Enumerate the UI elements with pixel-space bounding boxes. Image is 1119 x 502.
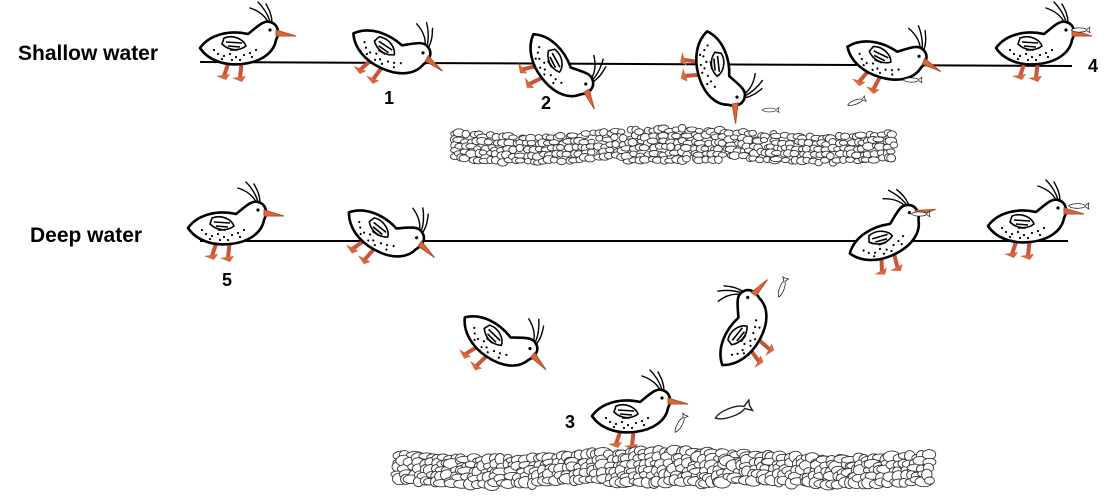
deep-water-label: Deep water xyxy=(30,224,143,247)
bird-deep-step-3 xyxy=(590,368,690,452)
step-number-1: 1 xyxy=(384,88,395,108)
bird-shallow-step-1 xyxy=(334,0,462,113)
shallow-water-label: Shallow water xyxy=(18,42,159,65)
step-number-3: 3 xyxy=(565,412,576,432)
fish-icon xyxy=(775,276,789,299)
bird-shallow-catch xyxy=(832,2,956,117)
step-number-4: 4 xyxy=(1088,56,1099,76)
bird-deep-surfacing xyxy=(832,175,954,288)
fish-icon xyxy=(672,412,689,435)
step-number-5: 5 xyxy=(222,270,233,290)
deep-seabed-pebbles xyxy=(390,444,937,491)
fish-icon xyxy=(761,107,780,113)
bird-shallow-diving xyxy=(671,21,772,134)
bird-shallow-step-2 xyxy=(502,7,626,136)
fish-icon xyxy=(1068,202,1090,210)
shallow-seabed-pebbles xyxy=(450,124,899,167)
bird-shallow-step-4 xyxy=(994,0,1094,84)
step-number-2: 2 xyxy=(541,93,552,113)
bird-deep-dive-start xyxy=(327,172,456,298)
bird-deep-with-catch xyxy=(986,178,1086,262)
bird-deep-descending xyxy=(440,280,570,408)
bird-deep-step-5 xyxy=(186,180,286,264)
fish-icon xyxy=(712,399,754,424)
bird-shallow-surface-start xyxy=(198,0,298,84)
shallow-water-surface-line xyxy=(199,61,1073,67)
fish-icon xyxy=(846,95,867,108)
